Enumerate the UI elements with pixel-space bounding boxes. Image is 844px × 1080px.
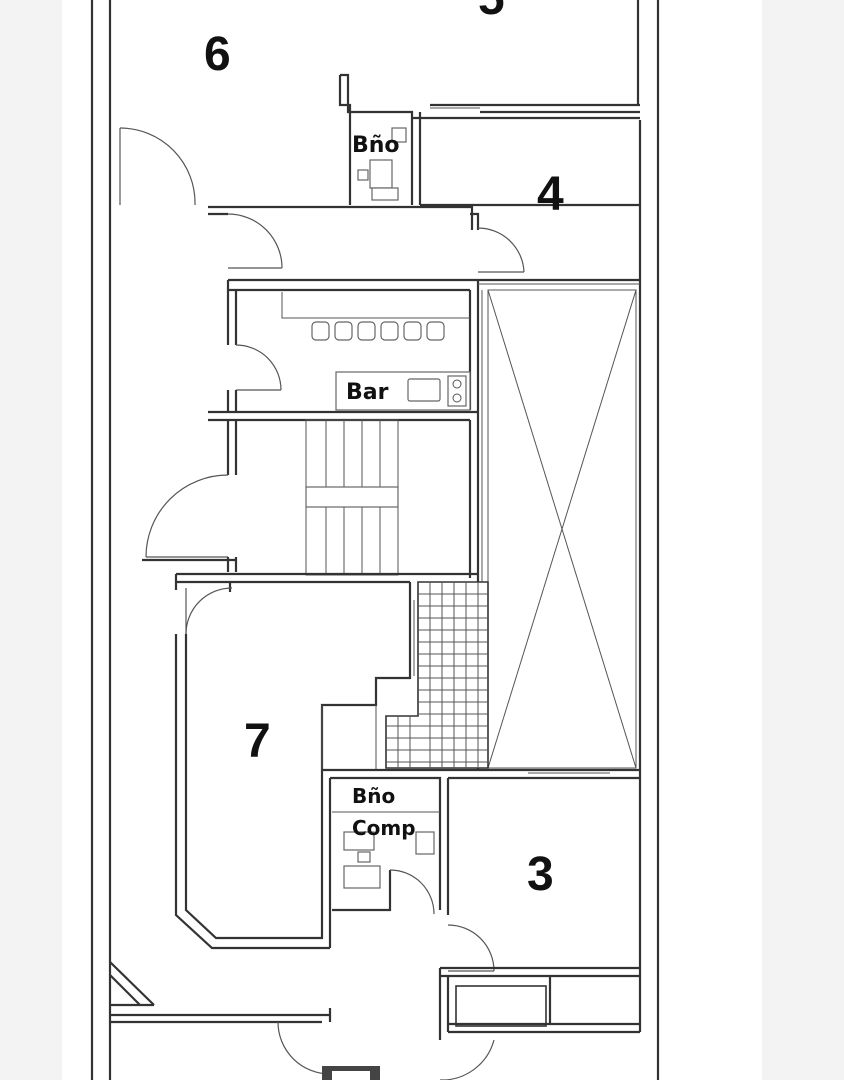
upper-bath-label: Bño xyxy=(352,133,400,158)
room-5-walls xyxy=(430,103,640,114)
bar-stools xyxy=(311,321,445,341)
upper-bath-walls xyxy=(338,73,640,205)
room-number-3: 3 xyxy=(527,848,554,901)
bath-comp-label-line2: Comp xyxy=(352,816,416,840)
room-7-walls xyxy=(174,582,415,950)
room-number-7: 7 xyxy=(244,715,271,768)
room-number-5: 5 xyxy=(478,0,505,25)
lower-walls xyxy=(109,924,640,1080)
bath-comp-label-line1: Bño xyxy=(352,784,395,808)
outer-walls xyxy=(90,0,660,1080)
room-number-6: 6 xyxy=(204,28,231,81)
bar-walls xyxy=(208,278,640,770)
room-number-4: 4 xyxy=(537,168,564,221)
upper-corridor-walls xyxy=(119,127,640,273)
bar-label: Bar xyxy=(346,380,389,405)
stairs xyxy=(142,419,478,590)
bath-comp-walls xyxy=(322,768,640,948)
tiled-patio xyxy=(385,581,489,769)
